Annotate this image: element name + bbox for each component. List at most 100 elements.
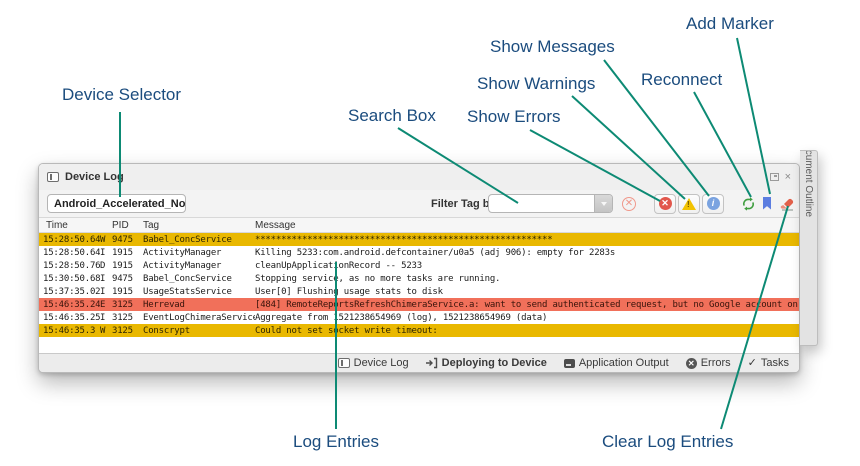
column-header-time: Time <box>46 219 68 231</box>
log-cell-tag: ActivityManager <box>143 260 222 271</box>
log-cell-time: 15:46:35.259 <box>43 312 100 323</box>
panel-icon <box>337 358 350 368</box>
clear-filter-x-icon: ✕ <box>622 196 636 211</box>
log-cell-message: Killing 5233:com.android.defcontainer/u0… <box>255 247 616 258</box>
reconnect-arrows-icon <box>743 196 754 211</box>
log-cell-message: ****************************************… <box>255 234 553 245</box>
log-cell-time: 15:46:35.247 <box>43 299 100 310</box>
log-cell-pid: 9475 <box>112 234 133 245</box>
status-label: Deploying to Device <box>441 357 547 369</box>
column-header-message: Message <box>255 219 296 231</box>
device-selector-dropdown[interactable]: Android_Accelerated_Nougat <box>47 194 186 213</box>
log-cell-message: Stopping service, as no more tasks are r… <box>255 273 501 284</box>
clear-filter-icon[interactable]: ✕ <box>622 196 636 211</box>
log-cell-pid: 3125 <box>112 312 133 323</box>
column-header-pid: PID <box>112 219 129 231</box>
log-cell-level: E <box>100 299 106 310</box>
status-tab-device-log[interactable]: Device Log <box>337 357 409 369</box>
log-row[interactable]: 15:46:35.3 W 3125 Conscrypt Could not set so… <box>39 324 799 337</box>
log-cell-time: 15:30:50.681 <box>43 273 100 284</box>
log-cell-level: I <box>100 247 106 258</box>
add-marker-button[interactable] <box>762 197 772 210</box>
log-cell-pid: 3125 <box>112 325 133 336</box>
annotation-log-entries: Log Entries <box>293 432 379 451</box>
log-cell-message: Could not set socket write timeout: <box>255 325 438 336</box>
status-tab-errors[interactable]: ✕ Errors <box>685 357 731 369</box>
error-circle-icon: ✕ <box>658 197 672 210</box>
status-label: Errors <box>700 357 731 369</box>
log-cell-level: I <box>100 273 106 284</box>
log-cell-pid: 9475 <box>112 273 133 284</box>
warning-triangle-icon: ! <box>682 197 696 210</box>
device-selector-value: Android_Accelerated_Nougat <box>54 197 186 210</box>
document-outline-label: Document Outline <box>803 150 814 218</box>
show-messages-button[interactable]: i <box>702 193 724 214</box>
status-tab-tasks[interactable]: ✓ Tasks <box>748 357 789 369</box>
annotation-search-box: Search Box <box>348 106 436 125</box>
tasks-check-icon: ✓ <box>747 356 757 369</box>
log-cell-message: User[0] Flushing usage stats to disk <box>255 286 443 297</box>
annotation-show-errors: Show Errors <box>467 107 561 126</box>
log-cell-time: 15:28:50.643 <box>43 234 100 245</box>
deploy-device-icon <box>425 357 437 369</box>
filter-tag-searchbox[interactable] <box>488 194 613 213</box>
info-circle-icon: i <box>706 197 720 210</box>
clear-eraser-icon <box>780 198 794 211</box>
annotation-device-selector: Device Selector <box>62 85 182 104</box>
float-window-icon[interactable] <box>769 173 779 181</box>
log-cell-tag: EventLogChimeraService <box>143 312 255 323</box>
chevron-down-icon[interactable] <box>594 195 612 212</box>
device-log-toolbar: Android_Accelerated_Nougat Filter Tag by… <box>39 190 799 217</box>
log-cell-pid: 1915 <box>112 247 133 258</box>
device-log-titlebar: Device Log × <box>39 164 799 190</box>
close-icon[interactable]: × <box>784 171 791 183</box>
log-cell-tag: Conscrypt <box>143 325 190 336</box>
device-log-window: Device Log × Android_Accelerated_Nougat … <box>38 163 800 373</box>
annotation-add-marker: Add Marker <box>686 14 774 33</box>
log-cell-message: Aggregate from 1521238654969 (log), 1521… <box>255 312 548 323</box>
status-label: Application Output <box>578 357 669 369</box>
status-tab-deploying-to-device[interactable]: Deploying to Device <box>425 357 547 369</box>
annotation-reconnect: Reconnect <box>641 70 723 89</box>
clear-log-button[interactable] <box>780 197 795 211</box>
log-cell-tag: Babel_ConcService <box>143 234 232 245</box>
log-cell-level: I <box>100 286 106 297</box>
show-warnings-button[interactable]: ! <box>678 193 700 214</box>
marker-flag-icon <box>763 197 771 210</box>
document-outline-tab[interactable]: Document Outline <box>800 150 818 346</box>
log-cell-time: 15:46:35.3 <box>43 325 96 336</box>
log-cell-pid: 1915 <box>112 260 133 271</box>
log-cell-level: W <box>100 325 106 336</box>
annotation-show-messages: Show Messages <box>490 37 615 56</box>
annotation-show-warnings: Show Warnings <box>477 74 596 93</box>
log-cell-pid: 3125 <box>112 299 133 310</box>
status-label: Device Log <box>353 357 409 369</box>
log-table-header: Time PID Tag Message <box>39 217 799 233</box>
log-cell-tag: ActivityManager <box>143 247 222 258</box>
log-level-button-group: ✕ ! i <box>654 193 724 214</box>
status-tab-application-output[interactable]: Application Output <box>563 357 669 369</box>
log-cell-level: W <box>100 234 106 245</box>
reconnect-button[interactable] <box>741 196 756 211</box>
log-cell-time: 15:28:50.644 <box>43 247 100 258</box>
log-cell-message: [484] RemoteReportsRefreshChimeraService… <box>255 299 799 310</box>
errors-circle-icon: ✕ <box>685 357 697 369</box>
panel-icon <box>47 172 59 182</box>
log-cell-tag: Babel_ConcService <box>143 273 232 284</box>
window-title: Device Log <box>65 171 124 183</box>
bottom-status-bar: Device Log Deploying to Device Applicati… <box>39 353 799 372</box>
log-cell-time: 15:37:35.029 <box>43 286 100 297</box>
log-cell-level: D <box>100 260 106 271</box>
column-header-tag: Tag <box>143 219 160 231</box>
show-errors-button[interactable]: ✕ <box>654 193 676 214</box>
log-cell-level: I <box>100 312 106 323</box>
application-output-icon <box>563 358 575 368</box>
